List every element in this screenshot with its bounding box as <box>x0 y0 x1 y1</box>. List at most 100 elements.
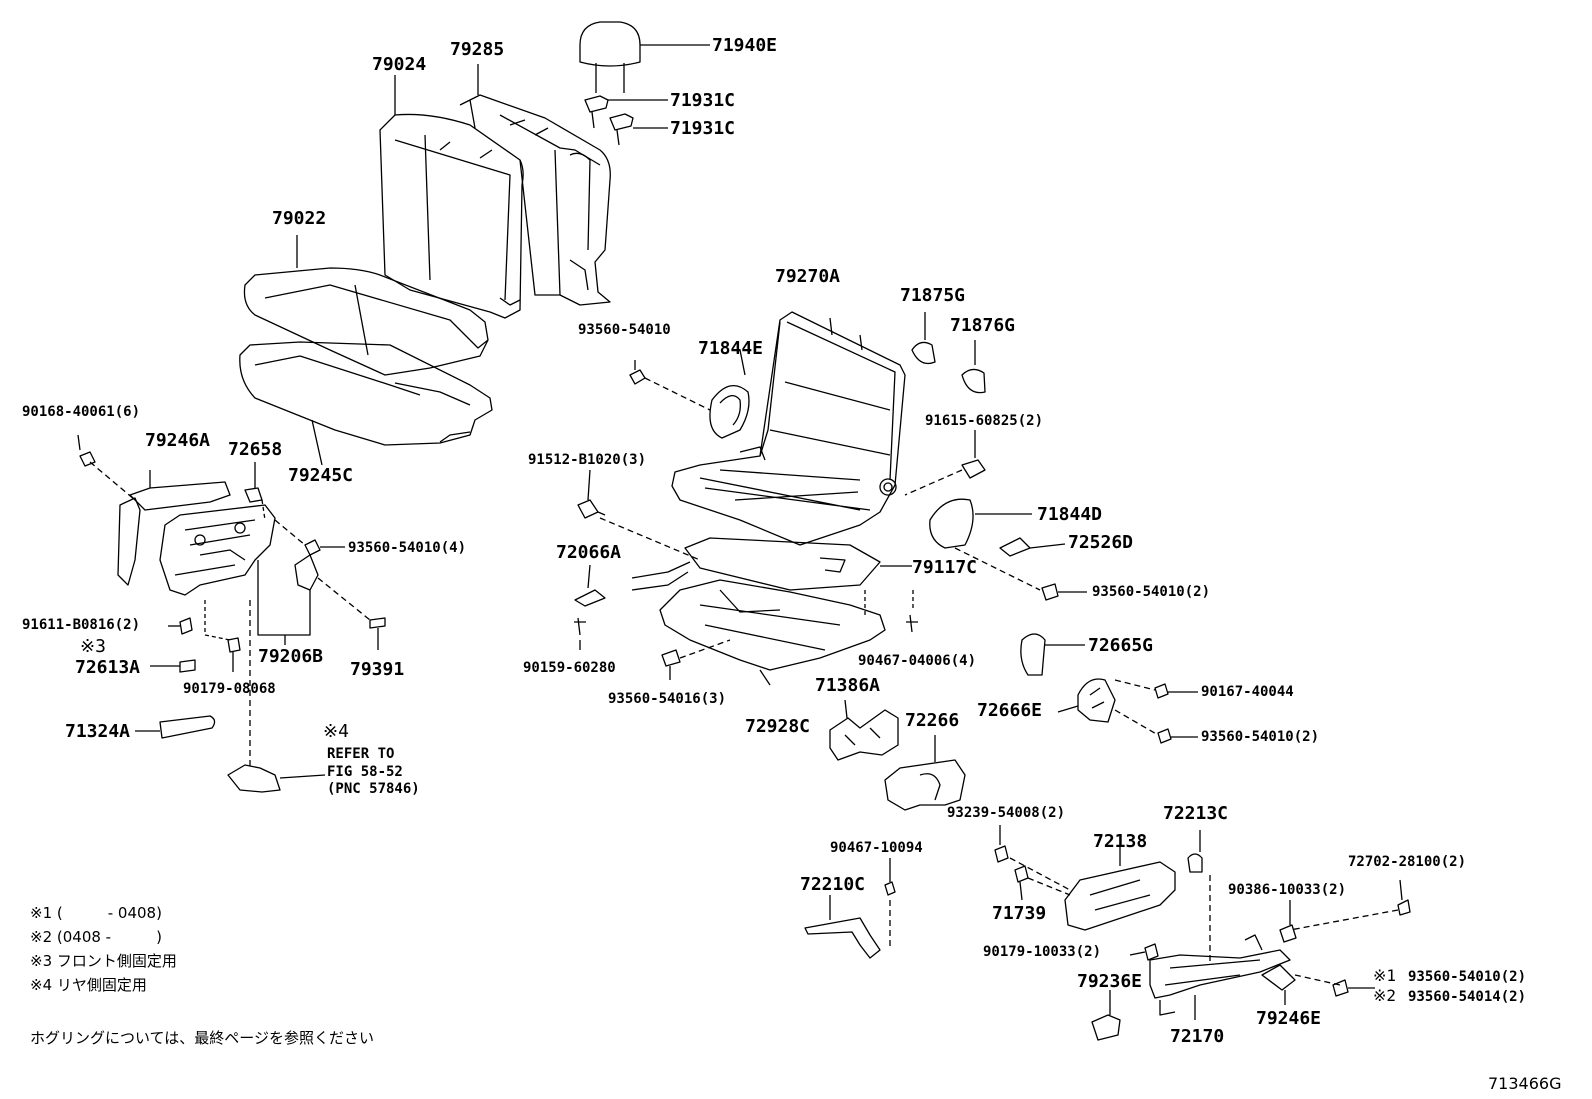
hinge-79246A <box>129 470 231 511</box>
hinge-plate <box>117 497 276 596</box>
label-93560-54010-2b[interactable]: 93560-54010(2) <box>1201 729 1320 745</box>
label-93560-54014[interactable]: 93560-54014(2) <box>1408 989 1527 1005</box>
track-72170 <box>1149 934 1291 1016</box>
label-90179-10033[interactable]: 90179-10033(2) <box>983 944 1102 960</box>
label-79236E[interactable]: 79236E <box>1077 971 1143 992</box>
label-72213C[interactable]: 72213C <box>1163 803 1229 824</box>
cable-72210C <box>804 917 881 959</box>
label-79391[interactable]: 79391 <box>350 659 405 680</box>
cover-72665G <box>1020 633 1046 676</box>
label-79246A[interactable]: 79246A <box>145 430 211 451</box>
anchor-ref <box>227 764 281 793</box>
mark-4: ※4 <box>323 721 349 742</box>
label-90386-10033[interactable]: 90386-10033(2) <box>1228 882 1347 898</box>
label-71940E[interactable]: 71940E <box>712 35 778 56</box>
label-90168-40061[interactable]: 90168-40061(6) <box>22 404 141 420</box>
label-71386A[interactable]: 71386A <box>815 675 881 696</box>
mark-2: ※2 <box>1373 986 1397 1005</box>
clip-72066A <box>574 589 606 607</box>
side-cover-71844D <box>929 498 1032 549</box>
clip-72658 <box>244 487 263 503</box>
side-cover-71844E <box>709 349 750 439</box>
reference-line-1: REFER TO <box>327 746 395 762</box>
label-90167-40044[interactable]: 90167-40044 <box>1201 684 1294 700</box>
bolt-91512 <box>577 499 606 519</box>
label-93560-54010-4[interactable]: 93560-54010(4) <box>348 540 467 556</box>
mark-1: ※1 <box>1373 966 1397 985</box>
reference-line-2: FIG 58-52 <box>327 763 403 780</box>
headrest-71940E <box>579 21 710 93</box>
label-91512-B1020[interactable]: 91512-B1020(3) <box>528 452 647 468</box>
seat-pan-72928C <box>659 579 886 686</box>
headrest-guides-71931C <box>584 95 668 146</box>
cover-79236E <box>1091 1014 1121 1041</box>
cover-72266 <box>884 759 966 811</box>
label-93560-54010-2a[interactable]: 93560-54010(2) <box>1092 584 1211 600</box>
label-79206B[interactable]: 79206B <box>258 646 324 667</box>
label-72066A[interactable]: 72066A <box>556 542 622 563</box>
label-91611-B0816[interactable]: 91611-B0816(2) <box>22 617 141 633</box>
label-93239-54008[interactable]: 93239-54008(2) <box>947 805 1066 821</box>
clip-71875G <box>911 341 936 365</box>
label-72666E[interactable]: 72666E <box>977 700 1043 721</box>
label-90467-10094[interactable]: 90467-10094 <box>830 840 923 856</box>
label-71844E[interactable]: 71844E <box>698 338 764 359</box>
strap-72066A-right <box>631 561 691 591</box>
clip-71876G <box>961 368 986 394</box>
clip-79391 <box>369 617 386 629</box>
label-91615-60825[interactable]: 91615-60825(2) <box>925 413 1044 429</box>
label-79245C[interactable]: 79245C <box>288 465 354 486</box>
label-79117C[interactable]: 79117C <box>912 557 978 578</box>
label-93560-54016[interactable]: 93560-54016(3) <box>608 691 727 707</box>
bolt-93239 <box>994 845 1009 863</box>
label-72170[interactable]: 72170 <box>1170 1026 1225 1047</box>
seat-cushion-79245C <box>239 341 493 446</box>
note-4: ※4 リヤ側固定用 <box>30 976 147 994</box>
seatback-79285 <box>459 94 611 306</box>
label-90179-08068[interactable]: 90179-08068 <box>183 681 276 697</box>
label-93560-54010[interactable]: 93560-54010 <box>578 322 671 338</box>
bracket-79206B <box>294 554 319 591</box>
label-79285[interactable]: 79285 <box>450 39 505 60</box>
label-72210C[interactable]: 72210C <box>800 874 866 895</box>
seatback-79024 <box>379 113 524 319</box>
label-79246E[interactable]: 79246E <box>1256 1008 1322 1029</box>
cover-72213C <box>1187 853 1203 873</box>
label-72928C[interactable]: 72928C <box>745 716 811 737</box>
label-71739[interactable]: 71739 <box>992 903 1047 924</box>
label-71875G[interactable]: 71875G <box>900 285 966 306</box>
label-79024[interactable]: 79024 <box>372 54 427 75</box>
cover-72526D <box>999 537 1031 557</box>
label-71324A[interactable]: 71324A <box>65 721 131 742</box>
label-72702-28100[interactable]: 72702-28100(2) <box>1348 854 1467 870</box>
label-72613A[interactable]: 72613A <box>75 657 141 678</box>
label-90159-60280[interactable]: 90159-60280 <box>523 660 616 676</box>
seat-frame-79270A <box>671 311 906 546</box>
label-71931C-a[interactable]: 71931C <box>670 90 736 111</box>
note-2: ※2 (0408 - ) <box>30 928 162 946</box>
bolt-91615 <box>961 459 986 479</box>
label-79270A[interactable]: 79270A <box>775 266 841 287</box>
label-72266[interactable]: 72266 <box>905 710 960 731</box>
label-71844D[interactable]: 71844D <box>1037 504 1103 525</box>
label-72526D[interactable]: 72526D <box>1068 532 1134 553</box>
bracket-72613A <box>179 659 196 673</box>
reference-line-3: (PNC 57846) <box>327 781 420 797</box>
mark-3: ※3 <box>80 636 106 657</box>
label-93560-54010-2c[interactable]: 93560-54010(2) <box>1408 969 1527 985</box>
bolt-93560 <box>629 369 646 385</box>
bracket-71386A <box>829 709 899 761</box>
cover-72138 <box>1064 861 1176 931</box>
label-79022[interactable]: 79022 <box>272 208 327 229</box>
label-90467-04006[interactable]: 90467-04006(4) <box>858 653 977 669</box>
label-71876G[interactable]: 71876G <box>950 315 1016 336</box>
label-71931C-b[interactable]: 71931C <box>670 118 736 139</box>
seat-pan-79117C <box>684 537 912 591</box>
label-72665G[interactable]: 72665G <box>1088 635 1154 656</box>
label-72658[interactable]: 72658 <box>228 439 283 460</box>
label-72138[interactable]: 72138 <box>1093 831 1148 852</box>
cover-79246E <box>1261 964 1296 991</box>
clip-90168 <box>79 451 96 467</box>
footer-note: ホグリングについては、最終ページを参照ください <box>30 1029 374 1047</box>
